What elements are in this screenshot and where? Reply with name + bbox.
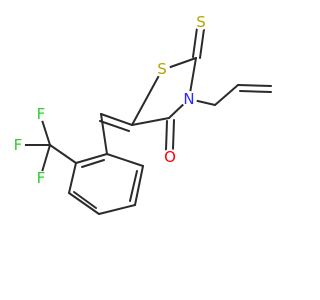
- bond-ch2-ch: [214, 84, 239, 106]
- bond-c4-c5: [131, 117, 170, 126]
- bond-ar-1: [106, 153, 144, 167]
- atom-o: O: [162, 148, 178, 166]
- bond-ch-ch2-double-a: [237, 84, 272, 87]
- atom-f1: F: [34, 105, 48, 123]
- bond-ch-ch2-double-b: [239, 90, 272, 93]
- bond-c4-o-double-a: [165, 120, 168, 151]
- atom-s-thione-label: S: [196, 13, 206, 31]
- bond-ar-3: [98, 204, 136, 215]
- bond-ar-6: [75, 153, 108, 164]
- bond-ch-phenyl: [100, 113, 108, 155]
- bond-ar-cf3: [49, 144, 77, 164]
- bond-c2-s-double-a: [192, 27, 198, 58]
- bond-ar-inner-2: [73, 191, 97, 209]
- atom-o-label: O: [164, 148, 176, 166]
- bond-ar-4: [68, 192, 100, 215]
- bond-c-f1: [41, 119, 51, 146]
- atom-n: N: [181, 90, 197, 108]
- atom-s-ring: S: [154, 60, 170, 78]
- molecule-canvas: S S N O F F F: [11, 13, 272, 215]
- bond-c4-o-double-b: [172, 119, 175, 150]
- atom-s-ring-label: S: [157, 60, 167, 78]
- bond-ar-inner-3: [81, 159, 105, 168]
- bond-c5-ch-double-a: [100, 113, 133, 126]
- atom-f2-label: F: [14, 136, 23, 154]
- atom-f1-label: F: [37, 105, 46, 123]
- atom-f3-label: F: [37, 169, 46, 187]
- bond-c5-ch-double-b: [99, 120, 130, 132]
- bond-ar-2: [134, 165, 144, 206]
- atom-f3: F: [34, 169, 48, 187]
- bond-c5-s: [131, 69, 163, 126]
- bond-ar-5: [68, 162, 77, 194]
- bond-c2-s-double-b: [199, 28, 205, 59]
- bond-ar-inner-1: [129, 170, 138, 202]
- molecule-structure: S S N O F F F: [11, 13, 272, 215]
- atom-f2: F: [11, 136, 25, 154]
- atom-n-label: N: [183, 90, 194, 108]
- bond-c-f3: [41, 144, 51, 173]
- atom-s-thione: S: [193, 13, 209, 31]
